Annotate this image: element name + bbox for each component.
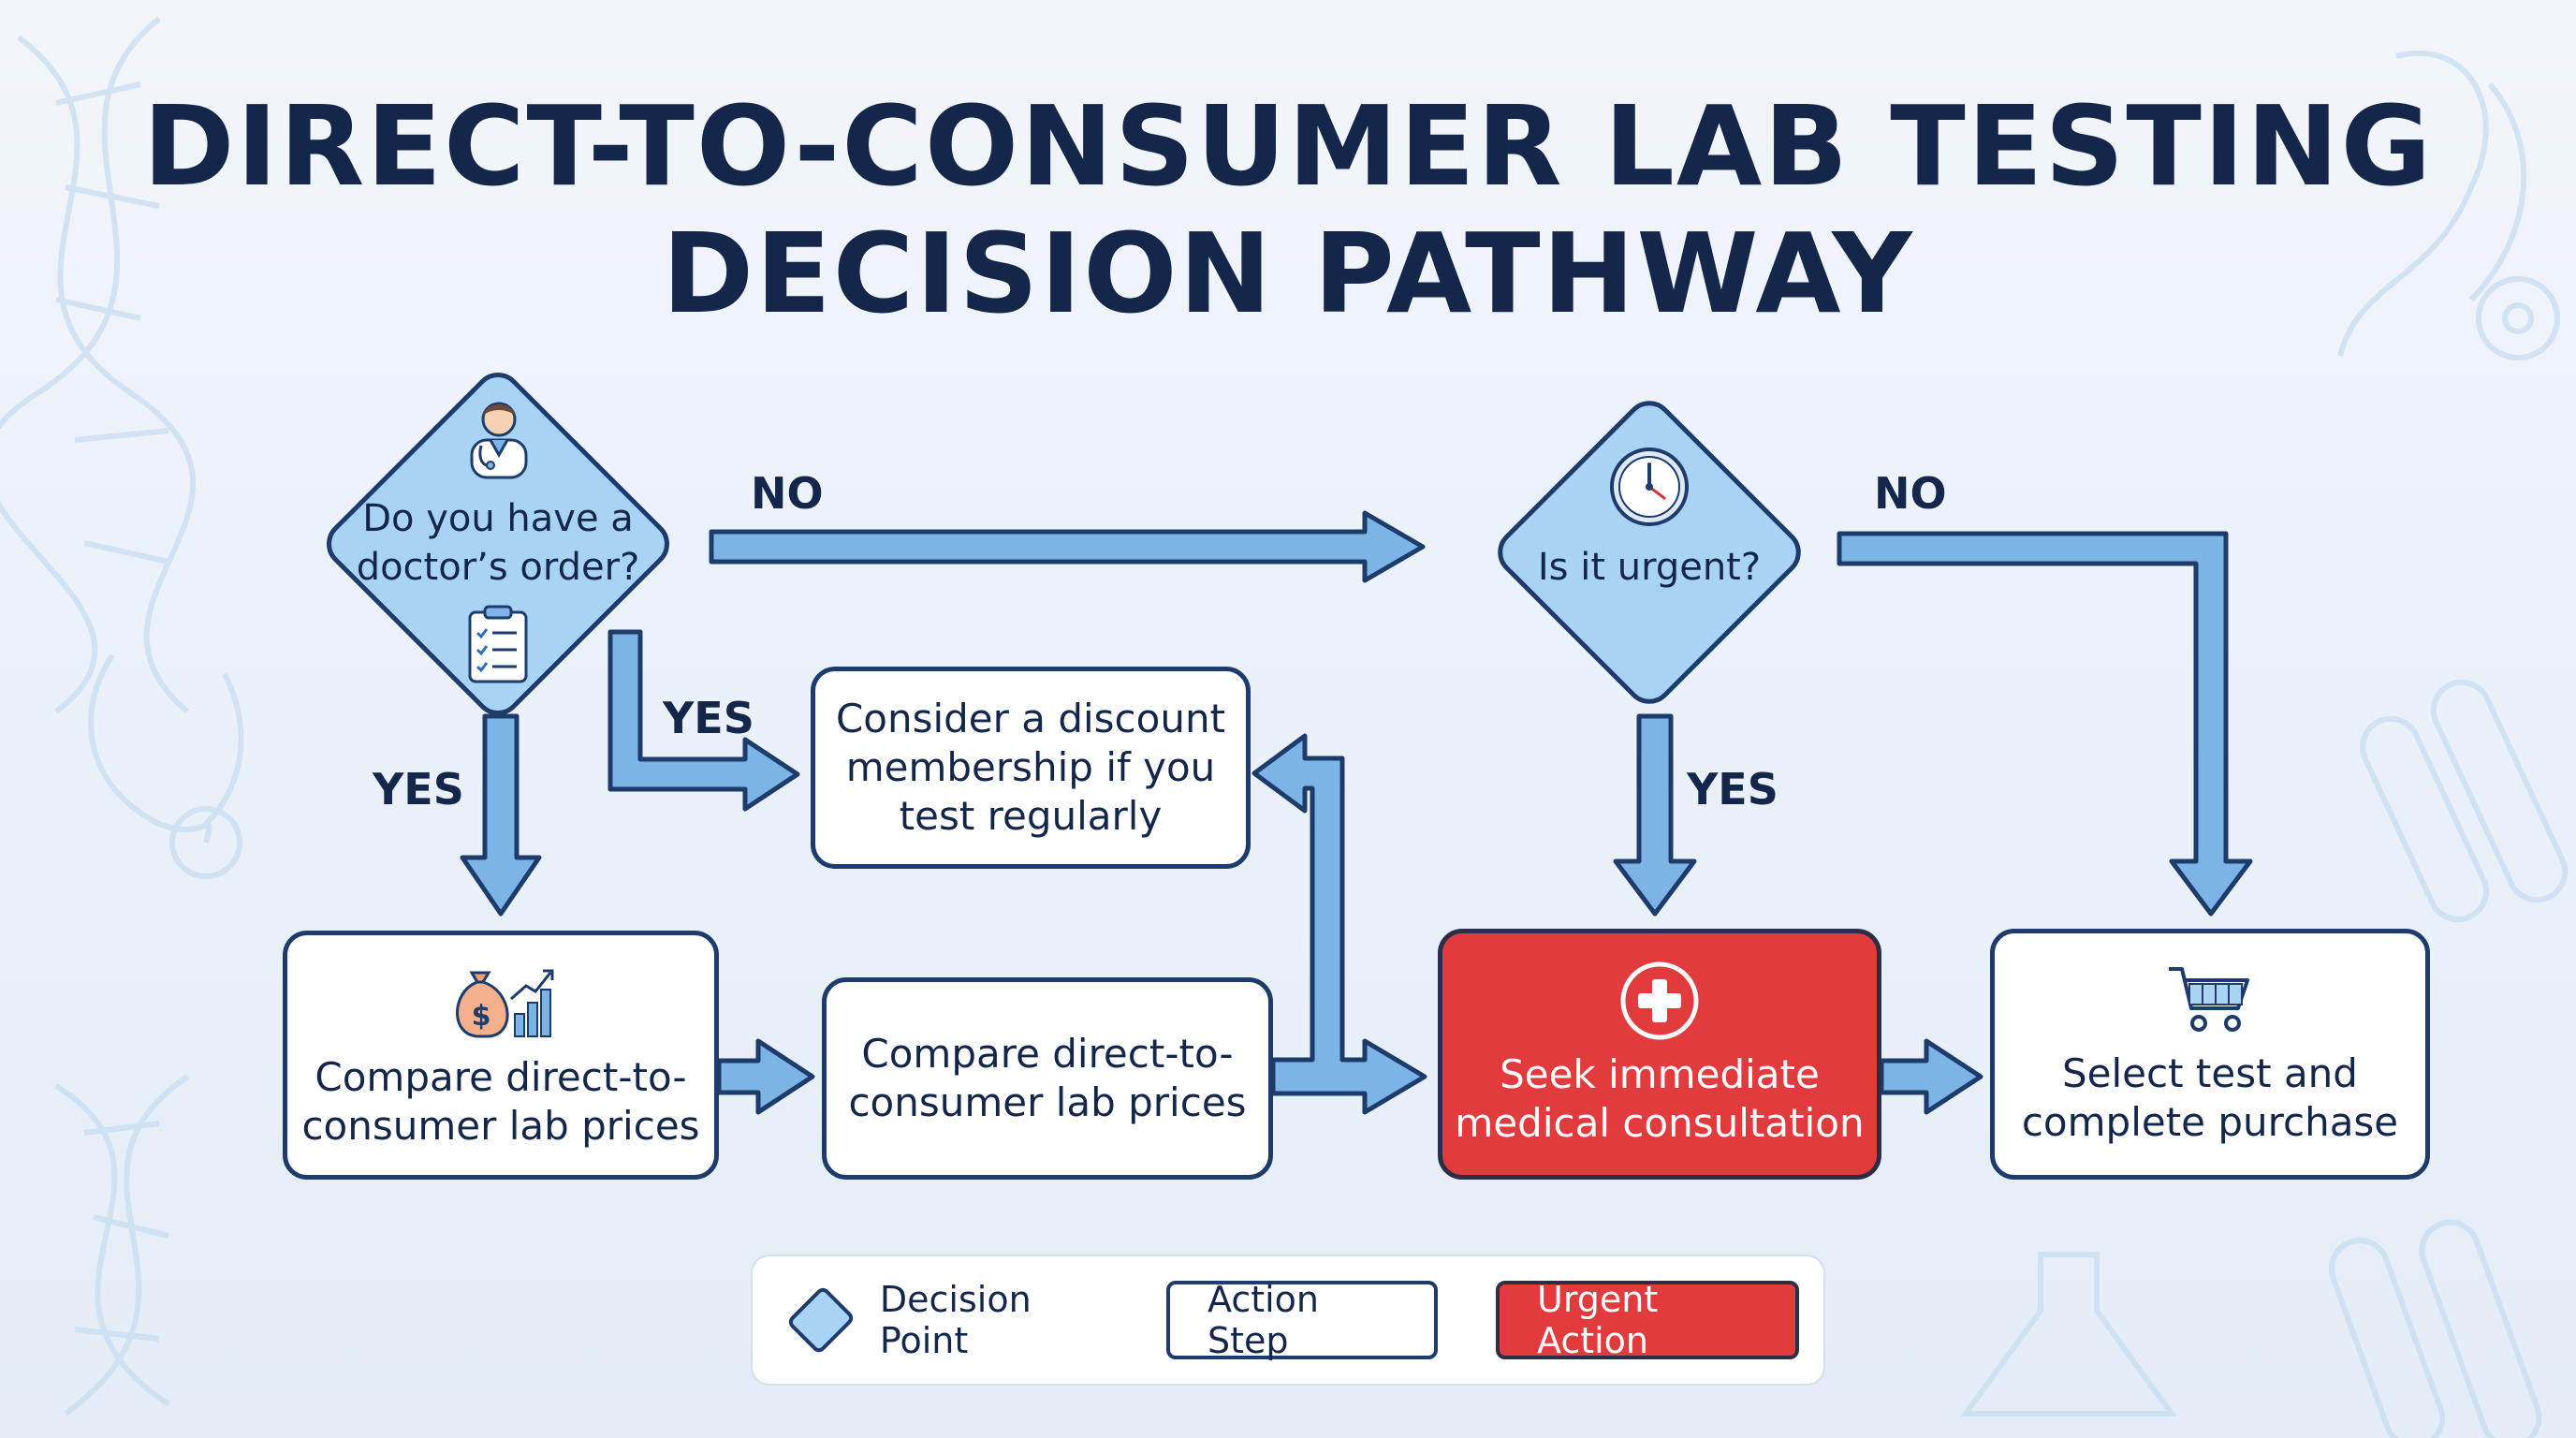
arrow-compare-to-compare <box>716 1038 815 1115</box>
edge-label-urgent-no: NO <box>1874 468 1947 519</box>
action-discount-membership: Consider a discount membership if you te… <box>811 667 1251 869</box>
action-line: complete purchase <box>2021 1099 2399 1145</box>
medical-cross-icon <box>1620 961 1699 1040</box>
edge-label-doctor-yes-down: YES <box>373 764 464 814</box>
legend-urgent-label: Urgent Action <box>1537 1279 1659 1361</box>
arrow-seek-to-select <box>1879 1038 1983 1115</box>
edge-label-doctor-yes-right: YES <box>663 693 754 743</box>
doctor-icon <box>470 402 528 479</box>
legend-diamond-swatch <box>785 1284 856 1356</box>
action-line: consumer lab prices <box>301 1103 700 1149</box>
legend-urgent: Urgent Action <box>1496 1279 1799 1361</box>
action-line: membership if you <box>845 744 1216 790</box>
action-compare-prices-left: $ Compare direct-to- consumer lab prices <box>283 931 719 1180</box>
action-line: Compare direct-to- <box>861 1031 1234 1077</box>
legend-decision: Decision Point <box>777 1279 1099 1361</box>
arrow-doctor-no <box>709 510 1426 583</box>
money-bag-chart-icon: $ <box>456 969 554 1038</box>
decision-line: Is it urgent? <box>1537 546 1762 589</box>
decision-line: doctor’s order? <box>356 546 640 589</box>
decision-urgent: Is it urgent? <box>1453 389 1846 723</box>
dna-icon <box>54 1074 189 1416</box>
action-line: Compare direct-to- <box>315 1054 687 1100</box>
action-select-test: Select test and complete purchase <box>1990 929 2430 1180</box>
legend-action-swatch: Action Step <box>1166 1279 1438 1361</box>
action-line: Consider a discount <box>835 696 1226 741</box>
decision-line: Do you have a <box>362 497 634 540</box>
flask-icon <box>1960 1252 2177 1416</box>
urgent-line: Seek immediate <box>1500 1051 1820 1097</box>
test-tubes-icon <box>2328 679 2569 1438</box>
legend-urgent-swatch: Urgent Action <box>1496 1279 1799 1361</box>
stethoscope-icon <box>88 653 244 879</box>
urgent-line: medical consultation <box>1455 1100 1865 1146</box>
urgent-seek-consultation: Seek immediate medical consultation <box>1438 929 1881 1180</box>
action-line: consumer lab prices <box>848 1079 1247 1125</box>
arrow-doctor-yes-right <box>607 629 800 812</box>
svg-text:$: $ <box>472 1000 491 1033</box>
arrow-urgent-yes <box>1613 713 1697 917</box>
decision-doctor-order: Do you have a doctor’s order? <box>281 362 715 726</box>
clipboard-checklist-icon <box>468 605 528 683</box>
dna-icon <box>0 16 196 714</box>
legend-action-label: Action Step <box>1208 1279 1320 1361</box>
legend-action: Action Step <box>1166 1279 1438 1361</box>
decision-doctor-order-label: Do you have a doctor’s order? <box>281 494 715 592</box>
action-line: Select test and <box>2062 1050 2358 1096</box>
action-compare-prices-middle: Compare direct-to- consumer lab prices <box>822 977 1273 1180</box>
action-line: test regularly <box>899 793 1163 839</box>
title-line-2: DECISION PATHWAY <box>662 209 1914 338</box>
stethoscope-icon <box>2337 50 2560 360</box>
arrow-urgent-no <box>1837 531 2253 917</box>
arrow-compare-to-seek <box>1251 733 1427 1115</box>
legend: Decision Point Action Step Urgent Action <box>751 1255 1825 1386</box>
title-line-1: DIRECT-TO-CONSUMER LAB TESTING <box>142 81 2434 211</box>
legend-decision-label: Decision Point <box>879 1279 1032 1361</box>
shopping-cart-icon <box>2169 967 2249 1032</box>
page-title: DIRECT-TO-CONSUMER LAB TESTING DECISION … <box>0 82 2576 337</box>
clock-icon <box>1610 448 1689 526</box>
edge-label-doctor-no: NO <box>751 468 824 519</box>
arrow-doctor-yes-down <box>460 713 542 917</box>
decision-urgent-label: Is it urgent? <box>1453 543 1846 592</box>
edge-label-urgent-yes: YES <box>1687 764 1778 814</box>
